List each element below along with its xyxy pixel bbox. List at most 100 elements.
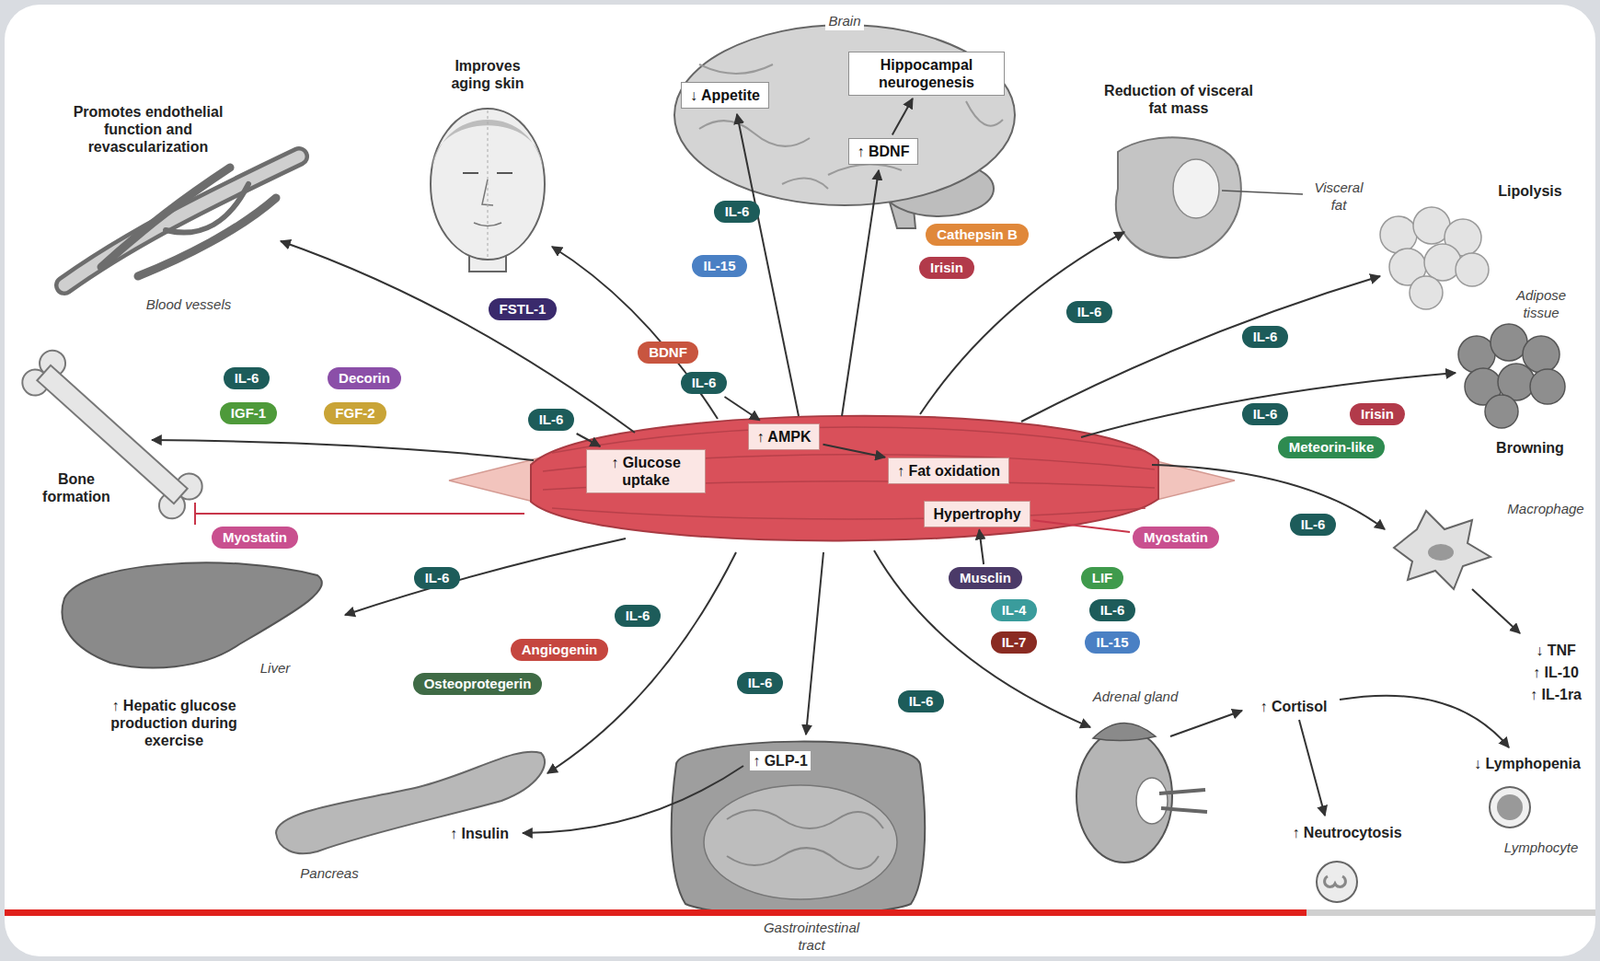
arrow <box>841 170 879 416</box>
myokine-pill: IL-6 <box>1066 300 1114 323</box>
effect-label: Improves aging skin <box>437 56 539 93</box>
vessel-branch <box>138 197 277 277</box>
effect-label: ↑ IL-1ra <box>1527 684 1585 704</box>
myokine-pill: IL-6 <box>897 690 945 713</box>
myokine-pill: Irisin <box>919 256 975 279</box>
myokine-pill: IL-4 <box>990 598 1038 622</box>
arrow <box>345 538 626 615</box>
node-text: Decorin <box>338 369 391 387</box>
connector <box>823 444 887 458</box>
effect-box: ↑ BDNF <box>848 138 920 165</box>
label-text: Promotes endothelial function and revasc… <box>58 103 238 156</box>
myokine-pill: IL-6 <box>1289 513 1337 536</box>
node-text: Myostatin <box>222 529 288 546</box>
lymphocyte <box>1489 786 1531 828</box>
panel <box>4 4 1596 956</box>
effect-label: Reduction of visceral fat mass <box>1100 80 1257 118</box>
myokine-pill: IL-6 <box>614 604 662 627</box>
label-text: Pancreas <box>299 863 358 882</box>
arrow <box>1021 276 1381 422</box>
vessel-branch <box>165 184 249 233</box>
node-text: IL-6 <box>909 692 934 710</box>
myokine-pill: FSTL-1 <box>488 298 558 321</box>
myokine-pill: LIF <box>1081 566 1125 589</box>
label-text: Macrophage <box>1507 499 1584 518</box>
vessel <box>64 156 300 286</box>
arrow <box>547 552 737 773</box>
label-text: Visceral fat <box>1309 178 1369 214</box>
organ-name: Visceral fat <box>1306 177 1371 215</box>
myokine-pill: Osteoprotegerin <box>413 672 543 695</box>
myokine-pill: IL-6 <box>414 566 461 589</box>
label-text: ↑ Hepatic glucose production during exer… <box>87 696 262 749</box>
effect-label: Browning <box>1493 437 1567 458</box>
macrophage <box>1393 510 1491 589</box>
label-text: Lymphocyte <box>1504 838 1579 856</box>
node-text: ↑ Fat oxidation <box>897 461 1001 480</box>
label-text: Lipolysis <box>1497 182 1562 200</box>
myokine-pill: IL-15 <box>1084 631 1140 654</box>
intestine-loops <box>726 809 884 869</box>
arrow <box>151 439 534 461</box>
node-text: IL-6 <box>691 374 717 392</box>
effect-box: ↑ AMPK <box>748 423 821 450</box>
face-midline <box>487 110 489 260</box>
myokine-pill: IGF-1 <box>219 402 277 425</box>
bone <box>17 345 208 524</box>
label-text: Adipose tissue <box>1507 286 1576 322</box>
organ-name: Macrophage <box>1504 498 1587 518</box>
abdomen <box>1116 137 1242 258</box>
label-text: Adrenal gland <box>1093 687 1179 705</box>
label-text: Browning <box>1496 438 1565 457</box>
effect-box: Hippocampal neurogenesis <box>848 51 1005 96</box>
progress-track <box>1306 909 1596 916</box>
label-text: ↑ Cortisol <box>1260 697 1328 715</box>
arrow <box>1339 695 1509 748</box>
label-text: Improves aging skin <box>439 57 536 93</box>
lymphocyte-nucleus <box>1496 794 1523 820</box>
myokine-pill: IL-6 <box>1089 598 1137 622</box>
node-text: IL-6 <box>748 674 773 691</box>
node-text: IL-6 <box>1253 405 1278 423</box>
effect-label: ↑ Cortisol <box>1257 696 1331 716</box>
effect-label: Promotes endothelial function and revasc… <box>56 102 241 157</box>
arrow <box>1472 588 1520 634</box>
inhibition-line <box>195 502 525 525</box>
myokine-pill: Myostatin <box>1132 526 1220 549</box>
leader-line <box>1221 190 1303 195</box>
neutrophil-nucleus <box>1324 875 1347 887</box>
arrow <box>522 765 744 833</box>
renal-hilum <box>1136 777 1168 824</box>
node-text: Cathepsin B <box>936 226 1018 243</box>
organ-name: Liver <box>257 657 294 678</box>
node-text: Irisin <box>1360 405 1394 423</box>
myokine-pill: IL-6 <box>736 671 784 694</box>
label-text: Gastrointestinal tract <box>754 918 869 954</box>
adipocyte <box>1490 323 1528 361</box>
node-text: ↑ Glucose uptake <box>595 453 697 489</box>
node-text: Meteorin-like <box>1289 438 1375 456</box>
organ-name: Adipose tissue <box>1504 285 1578 323</box>
arrow <box>1151 464 1385 530</box>
vessel-lumen <box>64 156 300 286</box>
node-text: Musclin <box>959 569 1012 587</box>
organ-name: Blood vessels <box>143 294 235 314</box>
effect-label: Lipolysis <box>1495 181 1565 201</box>
effect-label: ↑ Insulin <box>447 823 512 843</box>
brain <box>674 24 1015 206</box>
node-text: IL-6 <box>1100 601 1126 619</box>
node-text: IL-6 <box>425 569 450 587</box>
organ-name: Pancreas <box>297 863 361 883</box>
myokine-pill: BDNF <box>637 341 699 364</box>
effect-box: Hypertrophy <box>923 500 1030 528</box>
node-text: IL-6 <box>625 607 651 624</box>
node-text: IL-4 <box>1001 601 1027 619</box>
effect-label: ↑ Hepatic glucose production during exer… <box>84 695 265 750</box>
arrow <box>1170 710 1243 737</box>
myokine-pill: Cathepsin B <box>925 223 1029 246</box>
adipocyte <box>1409 276 1443 310</box>
kidney <box>1076 729 1173 863</box>
myokine-pill: IL-15 <box>691 254 747 277</box>
secretion-arrows <box>151 114 1520 833</box>
